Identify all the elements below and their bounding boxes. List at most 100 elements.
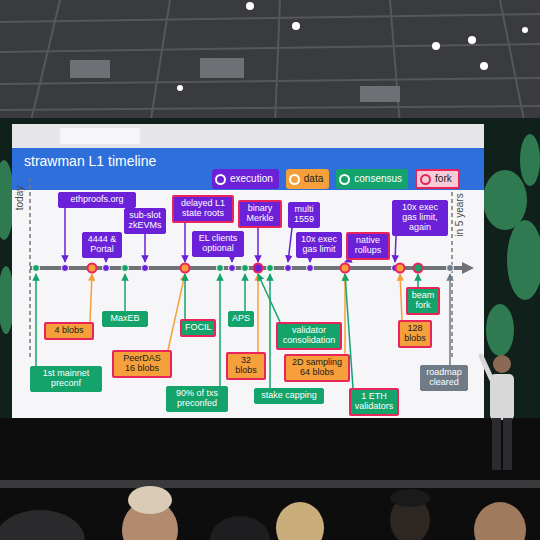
ceiling-grid bbox=[0, 0, 540, 125]
legend: execution data consensus fork bbox=[212, 169, 460, 189]
leader-arrow bbox=[144, 234, 146, 262]
milestone-text: ethproofs.org bbox=[62, 195, 132, 205]
milestone-dot bbox=[62, 265, 69, 272]
milestone-dot bbox=[122, 265, 129, 272]
legend-text: execution bbox=[230, 173, 273, 185]
leader-arrow bbox=[35, 274, 37, 366]
leader-arrow bbox=[90, 274, 92, 322]
legend-item: consensus bbox=[336, 169, 408, 189]
timeline-arrowhead bbox=[462, 262, 474, 274]
axis-label: today bbox=[14, 168, 26, 228]
fork-milestone-box: native rollups bbox=[346, 232, 390, 260]
milestone-text: 128 blobs bbox=[403, 324, 427, 344]
legend-swatch bbox=[339, 174, 350, 185]
milestone-text: EL clients optional bbox=[196, 234, 240, 254]
leader-arrow bbox=[64, 208, 66, 262]
legend-swatch bbox=[289, 174, 300, 185]
fork-milestone-box: binary Merkle bbox=[238, 200, 282, 228]
fork-milestone-box: PeerDAS 16 blobs bbox=[112, 350, 172, 378]
ceiling-lights bbox=[177, 2, 528, 91]
milestone-box: 10x exec gas limit bbox=[296, 232, 342, 258]
milestone-dot bbox=[307, 265, 314, 272]
legend-swatch bbox=[420, 174, 431, 185]
milestone-text: stake capping bbox=[258, 391, 320, 401]
milestone-box: multi 1559 bbox=[288, 202, 320, 228]
fork-dot bbox=[414, 264, 423, 273]
milestone-dot bbox=[33, 265, 40, 272]
milestone-box: ethproofs.org bbox=[58, 192, 136, 208]
legend-item: data bbox=[286, 169, 329, 189]
leader-arrow bbox=[184, 274, 186, 319]
milestone-dot bbox=[142, 265, 149, 272]
milestone-text: sub-slot zkEVMs bbox=[128, 211, 162, 231]
stage-edge bbox=[0, 480, 540, 488]
milestone-dot bbox=[447, 265, 454, 272]
fork-dot bbox=[341, 264, 350, 273]
browser-chrome bbox=[12, 124, 484, 148]
milestone-text: APS bbox=[232, 314, 250, 324]
leader-arrow bbox=[395, 236, 396, 262]
leader-arrow bbox=[449, 274, 451, 365]
milestone-dot bbox=[267, 265, 274, 272]
milestone-text: 10x exec gas limit, again bbox=[396, 203, 444, 233]
milestone-dot bbox=[217, 265, 224, 272]
fork-dot bbox=[88, 264, 97, 273]
milestone-text: 1 ETH validators bbox=[354, 392, 394, 412]
milestone-text: 1st mainnet preconf bbox=[34, 369, 98, 389]
fork-milestone-box: 128 blobs bbox=[398, 320, 432, 348]
milestone-text: beam fork bbox=[411, 291, 435, 311]
ceiling bbox=[0, 0, 540, 125]
slide-body bbox=[12, 190, 484, 418]
milestone-box: 90% of txs preconfed bbox=[166, 386, 228, 412]
leader-arrow bbox=[257, 228, 259, 262]
leader-arrow bbox=[231, 257, 233, 262]
fork-milestone-box: 4 blobs bbox=[44, 322, 94, 340]
legend-item: fork bbox=[415, 169, 460, 189]
milestone-box: stake capping bbox=[254, 388, 324, 404]
legend-item: execution bbox=[212, 169, 279, 189]
milestone-text: 90% of txs preconfed bbox=[170, 389, 224, 409]
milestone-text: roadmap cleared bbox=[424, 368, 464, 388]
milestone-text: delayed L1 state roots bbox=[177, 199, 229, 219]
horizon-marker bbox=[451, 192, 453, 360]
leader-arrow bbox=[309, 258, 311, 262]
fork-dot bbox=[254, 264, 263, 273]
fork-milestone-box: 1 ETH validators bbox=[349, 388, 399, 416]
leader-arrow bbox=[244, 274, 246, 311]
leader-arrow bbox=[184, 223, 186, 262]
milestone-text: MaxEB bbox=[106, 314, 144, 324]
leader-arrow bbox=[257, 274, 259, 352]
fork-dot bbox=[181, 264, 190, 273]
fork-milestone-box: 32 blobs bbox=[226, 352, 266, 380]
audience bbox=[0, 486, 526, 540]
slide-title: strawman L1 timeline bbox=[24, 153, 156, 169]
milestone-box: roadmap cleared bbox=[420, 365, 468, 391]
milestone-box: sub-slot zkEVMs bbox=[124, 208, 166, 234]
leader-arrow bbox=[345, 260, 350, 262]
leader-arrow bbox=[219, 274, 221, 386]
fork-dot bbox=[396, 264, 405, 273]
milestone-box: 1st mainnet preconf bbox=[30, 366, 102, 392]
screen-wall bbox=[0, 118, 540, 418]
axis-label: in 5 years bbox=[454, 185, 466, 245]
fork-milestone-box: FOCIL bbox=[180, 319, 216, 337]
milestone-dot bbox=[103, 265, 110, 272]
milestone-dot bbox=[229, 265, 236, 272]
milestone-box: 10x exec gas limit, again bbox=[392, 200, 448, 236]
milestone-text: 4 blobs bbox=[49, 326, 89, 336]
milestone-text: 2D sampling 64 blobs bbox=[289, 358, 345, 378]
milestone-box: MaxEB bbox=[102, 311, 148, 327]
speaker bbox=[481, 355, 514, 470]
milestone-box: APS bbox=[228, 311, 254, 327]
ceiling-vents bbox=[70, 58, 400, 102]
milestone-text: PeerDAS 16 blobs bbox=[117, 354, 167, 374]
milestone-text: 32 blobs bbox=[231, 356, 261, 376]
milestone-text: binary Merkle bbox=[243, 204, 277, 224]
milestone-dot bbox=[285, 265, 292, 272]
browser-tab bbox=[60, 128, 140, 144]
legend-text: data bbox=[304, 173, 323, 185]
fork-milestone-box: beam fork bbox=[406, 287, 440, 315]
milestone-text: 10x exec gas limit bbox=[300, 235, 338, 255]
milestone-text: validator consolidation bbox=[281, 326, 337, 346]
